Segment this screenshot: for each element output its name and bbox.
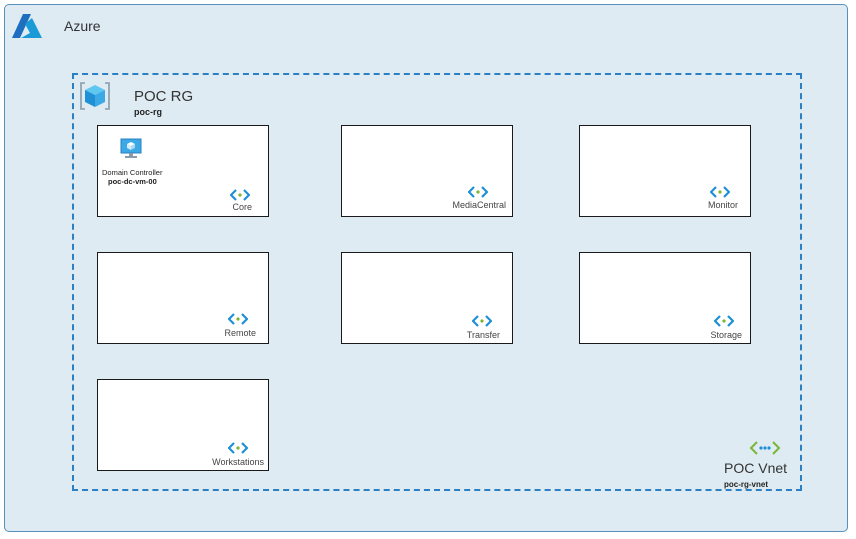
subnet-mediacentral[interactable]: MediaCentral <box>341 125 513 217</box>
virtual-network-icon <box>749 441 781 455</box>
resource-group-boundary <box>72 73 802 491</box>
subnet-core[interactable]: Domain Controller poc-dc-vm-00 Core <box>97 125 269 217</box>
vnet-name: poc-rg-vnet <box>724 480 768 489</box>
virtual-network-icon <box>228 313 248 325</box>
subnet-remote[interactable]: Remote <box>97 252 269 344</box>
subnet-label: Storage <box>710 330 742 340</box>
subnet-storage[interactable]: Storage <box>579 252 751 344</box>
subnet-transfer[interactable]: Transfer <box>341 252 513 344</box>
virtual-network-icon <box>230 189 250 201</box>
subnet-label: Workstations <box>212 457 264 467</box>
subnet-label: Core <box>232 202 252 212</box>
subnet-label: Remote <box>224 328 256 338</box>
virtual-network-icon <box>468 186 488 198</box>
virtual-machine-icon <box>120 138 142 158</box>
virtual-network-icon <box>472 315 492 327</box>
vm-hostname: poc-dc-vm-00 <box>108 177 157 186</box>
subnet-label: Monitor <box>707 200 738 210</box>
subnet-label: Transfer <box>466 330 500 340</box>
resource-group-icon <box>80 82 110 110</box>
virtual-network-icon <box>714 315 734 327</box>
vm-role: Domain Controller <box>102 168 163 177</box>
azure-title: Azure <box>64 18 101 34</box>
virtual-network-icon <box>710 186 730 198</box>
subnet-workstations[interactable]: Workstations <box>97 379 269 471</box>
resource-group-title: POC RG <box>134 88 194 105</box>
azure-logo-icon <box>12 14 42 38</box>
subnet-label: MediaCentral <box>452 200 506 210</box>
resource-group-name: poc-rg <box>134 107 162 117</box>
vnet-title: POC Vnet <box>724 460 788 476</box>
subnet-monitor[interactable]: Monitor <box>579 125 751 217</box>
virtual-network-icon <box>228 442 248 454</box>
